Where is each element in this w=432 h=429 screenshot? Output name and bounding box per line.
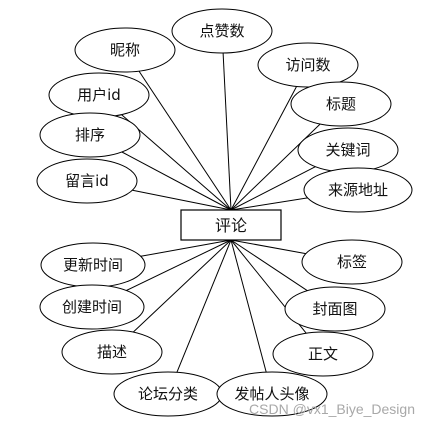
connector-line xyxy=(121,151,232,211)
attribute-ellipse xyxy=(216,371,328,417)
connector-line xyxy=(230,197,308,211)
attribute-node: 昵称 xyxy=(74,27,176,73)
attribute-ellipse xyxy=(39,284,145,330)
entity-rect xyxy=(180,209,282,241)
connector-line xyxy=(222,52,232,211)
attribute-label: 昵称 xyxy=(110,41,140,59)
attribute-node: 更新时间 xyxy=(40,242,146,288)
attribute-node: 关键词 xyxy=(297,127,399,173)
attribute-ellipse xyxy=(303,167,413,213)
attribute-label: 创建时间 xyxy=(62,298,122,316)
entity-box: 评论 xyxy=(180,209,282,241)
watermark-text: CSDN @vx1_Biye_Design xyxy=(249,401,415,417)
attribute-label: 论坛分类 xyxy=(138,385,198,403)
connector-line xyxy=(230,239,267,373)
attribute-label: 发帖人头像 xyxy=(234,385,309,403)
attribute-node: 标签 xyxy=(301,239,403,285)
attribute-label: 用户id xyxy=(77,86,121,104)
connector-line xyxy=(176,239,232,373)
attribute-ellipse xyxy=(74,27,176,73)
connector-line xyxy=(230,86,298,211)
attribute-label: 来源地址 xyxy=(328,181,388,199)
connector-line xyxy=(138,70,232,211)
attribute-label: 正文 xyxy=(308,345,338,363)
entity-label: 评论 xyxy=(215,216,247,235)
connector-line xyxy=(121,114,232,211)
attribute-node: 论坛分类 xyxy=(113,371,223,417)
attribute-node: 点赞数 xyxy=(171,8,273,54)
attribute-ellipse xyxy=(284,286,386,332)
attribute-node: 发帖人头像 xyxy=(216,371,328,417)
attribute-node: 标题 xyxy=(290,81,392,127)
connector-lines xyxy=(121,52,321,373)
connector-line xyxy=(126,239,232,291)
attribute-node: 封面图 xyxy=(284,286,386,332)
attribute-node: 正文 xyxy=(272,331,374,377)
attribute-ellipse xyxy=(272,331,374,377)
connector-line xyxy=(132,189,232,211)
connector-line xyxy=(140,239,232,257)
attribute-node: 留言id xyxy=(36,158,138,204)
attribute-node: 排序 xyxy=(39,112,141,158)
attribute-label: 封面图 xyxy=(312,300,357,318)
attribute-node: 用户id xyxy=(48,72,150,118)
attribute-label: 排序 xyxy=(75,126,105,144)
attribute-ellipse xyxy=(36,158,138,204)
attribute-label: 点赞数 xyxy=(199,22,244,40)
attribute-label: 访问数 xyxy=(285,56,330,74)
attribute-ellipse xyxy=(171,8,273,54)
connector-line xyxy=(230,239,306,255)
attribute-ellipse xyxy=(39,112,141,158)
attribute-label: 标题 xyxy=(326,95,356,113)
attribute-node: 访问数 xyxy=(257,42,359,88)
attribute-ellipse xyxy=(301,239,403,285)
attribute-label: 留言id xyxy=(65,172,109,190)
connector-line xyxy=(230,239,308,292)
attribute-node: 描述 xyxy=(61,329,163,375)
attribute-label: 更新时间 xyxy=(63,256,123,274)
attribute-ellipse xyxy=(290,81,392,127)
attribute-ellipse xyxy=(61,329,163,375)
attribute-node: 来源地址 xyxy=(303,167,413,213)
attribute-label: 标签 xyxy=(337,253,367,271)
attribute-label: 描述 xyxy=(97,343,127,361)
connector-line xyxy=(230,166,316,211)
attribute-node: 创建时间 xyxy=(39,284,145,330)
attribute-label: 关键词 xyxy=(325,141,370,159)
connector-line xyxy=(132,239,232,333)
